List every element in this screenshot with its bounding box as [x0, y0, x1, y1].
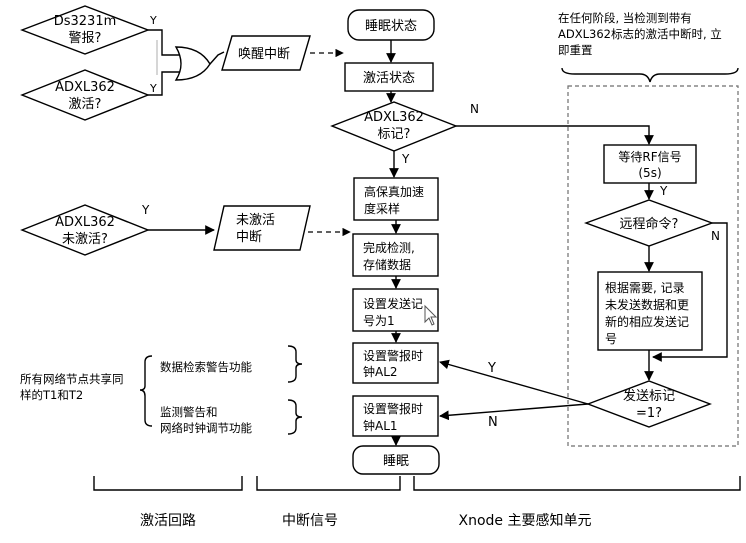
- reset-note-brace: [561, 67, 739, 83]
- shared-timer-note-1: 所有网络节点共享同: [20, 372, 124, 386]
- activation-loop-bracket: [93, 476, 243, 491]
- set-send-label-2: 号为1: [363, 314, 395, 328]
- sleep-state-label: 睡眠状态: [365, 19, 417, 34]
- reset-region-dashed-box: [567, 85, 739, 447]
- ds3231m-yes-label: Y: [149, 14, 157, 27]
- alarm2-label-2: 钟AL2: [363, 364, 398, 379]
- adxl362-active-decision: [20, 69, 150, 121]
- al2-function-brace: [287, 345, 303, 383]
- sleep-node: [352, 445, 440, 475]
- monitor-warning-label-2: 网络时钟调节功能: [160, 421, 252, 435]
- alarm1-label-2: 钟AL1: [363, 418, 398, 433]
- high-fidelity-label-1: 高保真加速: [364, 184, 424, 199]
- set-send-label-1: 设置发送记: [363, 296, 423, 311]
- activation-loop-label: 激活回路: [140, 512, 196, 529]
- adxl-mark-label-2: 标记?: [378, 127, 411, 142]
- adxl-active-yes-label: Y: [149, 82, 157, 95]
- record-label-2: 未发送数据和更: [605, 297, 689, 312]
- xnode-unit-label: Xnode 主要感知单元: [459, 512, 592, 529]
- reset-note-line-1: 在任何阶段, 当检测到带有: [558, 11, 692, 25]
- monitor-warning-label-1: 监测警告和: [160, 405, 218, 419]
- adxl-active-label-1: ADXL362: [55, 80, 115, 95]
- record-label-1: 根据需要, 记录: [605, 281, 685, 295]
- high-fidelity-node: [353, 177, 439, 221]
- mark-yes-label: Y: [401, 152, 410, 166]
- interrupt-signal-bracket: [256, 476, 401, 491]
- remote-no-label: N: [711, 229, 720, 243]
- send-flag-label-1: 发送标记: [623, 388, 675, 404]
- wait-rf-label-1: 等待RF信号: [618, 150, 681, 164]
- alarm1-label-1: 设置警报时: [363, 401, 423, 416]
- set-alarm-al1-node: [352, 395, 439, 437]
- ds3231m-to-gate-line: [148, 29, 180, 56]
- sleep-label: 睡眠: [383, 454, 409, 469]
- record-update-node: [597, 271, 703, 351]
- reset-note-line-2: ADXL362标志的激活中断时, 立: [558, 27, 722, 41]
- interrupt-signal-label: 中断信号: [282, 513, 338, 529]
- gate-to-wake-line: [209, 51, 225, 65]
- remote-command-label: 远程命令?: [620, 216, 679, 232]
- wake-interrupt-label: 唤醒中断: [238, 47, 290, 62]
- wake-interrupt-box: [221, 35, 311, 71]
- send-flag-decision: [586, 380, 712, 428]
- alarm2-label-1: 设置警报时: [363, 348, 423, 363]
- sendflag-no-arrow: [439, 403, 589, 421]
- active-state-node: [344, 62, 434, 92]
- inactive-interrupt-label-1: 未激活: [236, 213, 275, 228]
- mark-no-label: N: [470, 102, 479, 116]
- adxl-inactive-yes-label: Y: [141, 203, 150, 217]
- sendflag-yes-label: Y: [487, 361, 496, 376]
- or-gate: [174, 46, 211, 81]
- al1-function-brace: [287, 399, 303, 435]
- set-alarm-al2-node: [352, 342, 439, 384]
- wait-rf-yes-label: Y: [659, 184, 668, 198]
- record-label-3: 新的相应发送记: [605, 314, 689, 329]
- adxl-active-to-gate-line: [148, 71, 180, 96]
- adxl-mark-label-1: ADXL362: [364, 110, 424, 125]
- wait-rf-node: [603, 144, 697, 184]
- record-label-4: 号: [605, 332, 617, 346]
- sendflag-yes-arrow: [439, 359, 589, 405]
- adxl-active-label-2: 激活?: [69, 97, 102, 112]
- ds3231m-label-2: 警报?: [69, 30, 102, 46]
- high-fidelity-label-2: 度采样: [364, 201, 400, 216]
- complete-label-2: 存储数据: [363, 257, 411, 272]
- send-flag-label-2: =1?: [636, 406, 662, 421]
- reset-note-line-3: 即重置: [558, 43, 593, 57]
- shared-timer-brace: [139, 355, 153, 427]
- complete-label-1: 完成检测,: [363, 240, 415, 255]
- inactive-interrupt-label-2: 中断: [236, 230, 262, 245]
- active-state-label: 激活状态: [363, 71, 415, 86]
- mouse-cursor-icon: [424, 304, 438, 326]
- adxl-inactive-label-1: ADXL362: [55, 215, 115, 230]
- data-search-warning-label: 数据检索警告功能: [160, 360, 252, 374]
- adxl-inactive-label-2: 未激活?: [62, 232, 108, 247]
- sendflag-no-label: N: [488, 415, 498, 430]
- adxl362-inactive-decision: [20, 204, 150, 256]
- shared-timer-note-2: 样的T1和T2: [20, 388, 83, 402]
- ds3231m-label-1: Ds3231m: [54, 14, 117, 29]
- xnode-unit-bracket: [413, 476, 741, 491]
- mark-no-arrow: [456, 125, 654, 145]
- wait-rf-label-2: (5s): [638, 166, 661, 180]
- remote-no-arrow: [652, 222, 728, 362]
- inactive-interrupt-box: [213, 205, 311, 251]
